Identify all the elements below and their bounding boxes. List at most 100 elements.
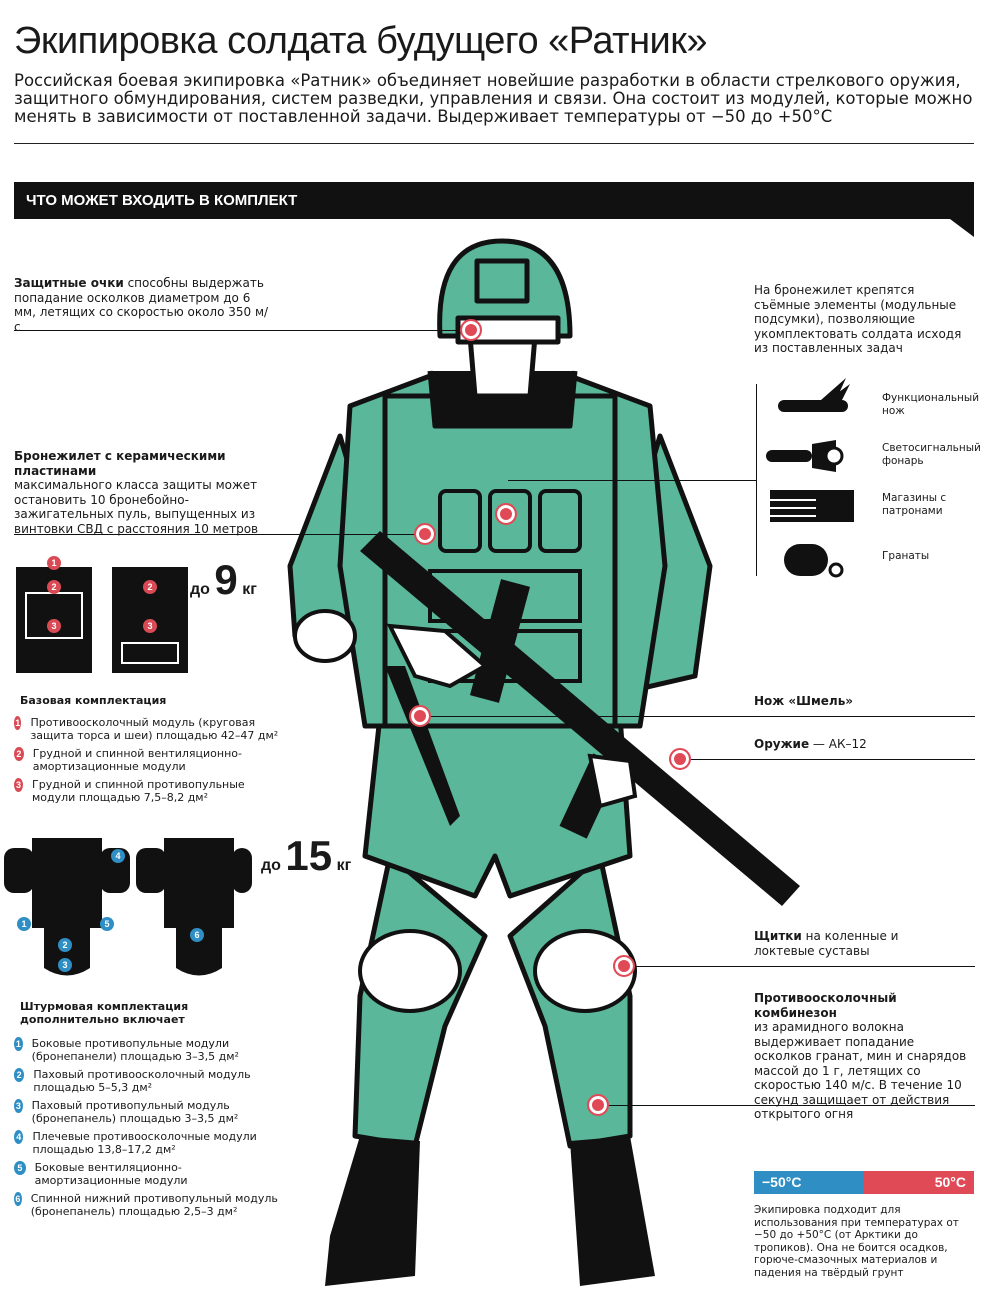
pouch-label-flashlight: Светосигнальный фонарь	[882, 442, 981, 467]
temp-cold-label: −50°С	[762, 1174, 802, 1190]
assault-legend-num: 5	[14, 1161, 26, 1175]
assault-legend-list: 1 Боковые противопульные модули (бронепан…	[14, 1037, 284, 1223]
section-banner: ЧТО МОЖЕТ ВХОДИТЬ В КОМПЛЕКТ	[14, 182, 956, 219]
assault-legend-num: 4	[14, 1130, 24, 1144]
base-legend-item: 2 Грудной и спинной вентиляционно-амортиз…	[14, 747, 284, 773]
lead-text: Российская боевая экипировка «Ратник» об…	[14, 71, 973, 126]
base-legend-num: 2	[14, 747, 24, 761]
weight-assault-unit: кг	[336, 857, 352, 874]
pads-title: Щитки	[754, 929, 802, 943]
page-title: Экипировка солдата будущего «Ратник»	[14, 20, 708, 62]
assault-marker-6: 6	[190, 928, 204, 942]
assault-marker-5: 5	[100, 917, 114, 931]
knife-marker	[409, 705, 431, 727]
temp-hot-label: 50°С	[934, 1174, 966, 1190]
goggles-text: способны выдержать попадание осколков ди…	[14, 276, 269, 334]
assault-legend-num: 2	[14, 1068, 25, 1082]
vest-marker	[414, 523, 436, 545]
base-vest-marker-3: 3	[47, 619, 61, 633]
assault-legend-text: Боковые вентиляционно-амортизационные мо…	[34, 1161, 188, 1187]
weight-base-unit: кг	[242, 581, 257, 598]
base-legend-item: 3 Грудной и спинной противопульные модули…	[14, 778, 284, 804]
pouch-item-flashlight: Светосигнальный фонарь	[766, 434, 981, 484]
weight-assault: до 15 кг	[261, 832, 351, 880]
section-banner-label: ЧТО МОЖЕТ ВХОДИТЬ В КОМПЛЕКТ	[26, 192, 298, 209]
pouch-item-magazines: Магазины с патронами	[766, 486, 976, 536]
weapon-marker	[669, 748, 691, 770]
flashlight-icon	[766, 440, 844, 472]
assault-legend-item: 4 Плечевые противоосколочные модули площа…	[14, 1130, 284, 1156]
assault-legend-text: Спинной нижний противопульный модуль (бр…	[30, 1192, 278, 1218]
assault-marker-4: 4	[111, 849, 125, 863]
base-vest-marker-1: 1	[47, 556, 61, 570]
pads-marker	[613, 955, 635, 977]
pouches-marker	[495, 503, 517, 525]
assault-legend-item: 1 Боковые противопульные модули (бронепан…	[14, 1037, 284, 1063]
temp-hot-bar: 50°С	[864, 1171, 974, 1194]
suit-leader-line	[598, 1105, 975, 1106]
knife-callout: Нож «Шмель»	[754, 694, 853, 709]
pouch-label-grenades: Гранаты	[882, 550, 930, 562]
vest-title: Бронежилет с керамическими пластинами	[14, 449, 226, 478]
weight-base-value: 9	[214, 556, 238, 603]
goggles-leader-line	[14, 330, 469, 331]
assault-legend-title: Штурмовая комплектация дополнительно вкл…	[20, 1000, 189, 1026]
weapon-callout: Оружие — АК–12	[754, 737, 867, 752]
pouch-item-grenades: Гранаты	[766, 538, 976, 588]
base-legend-num: 3	[14, 778, 23, 792]
weapon-leader-line	[680, 759, 975, 760]
helmet-mount	[474, 258, 530, 304]
base-legend-text: Грудной и спинной вентиляционно-амортиза…	[32, 747, 242, 773]
weapon-title: Оружие	[754, 737, 810, 751]
suit-marker	[587, 1094, 609, 1116]
base-back-marker-2: 2	[143, 580, 157, 594]
assault-legend-text: Паховый противопульный модуль (бронепане…	[31, 1099, 239, 1125]
pads-callout: Щитки на коленные и локтевые суставы	[754, 929, 924, 958]
assault-vest-diagrams	[4, 838, 252, 976]
assault-legend-text: Боковые противопульные модули (бронепане…	[31, 1037, 239, 1063]
assault-marker-2: 2	[58, 938, 72, 952]
soldier-illustration	[287, 238, 800, 1286]
assault-legend-num: 1	[14, 1037, 23, 1051]
goggles-marker	[460, 319, 482, 341]
weight-base: до 9 кг	[190, 556, 257, 604]
weapon-text: — АК–12	[809, 737, 867, 751]
weight-base-prefix: до	[190, 581, 210, 598]
assault-legend-item: 3 Паховый противопульный модуль (бронепан…	[14, 1099, 284, 1125]
pouch-label-knife: Функциональный нож	[882, 392, 980, 417]
suit-text: из арамидного волокна выдерживает попада…	[754, 1020, 967, 1121]
knife-leader-line	[420, 716, 975, 717]
knife-icon	[778, 378, 850, 412]
goggles-callout: Защитные очки способны выдержать попадан…	[14, 276, 274, 334]
pads-text: на коленные и локтевые суставы	[754, 929, 899, 958]
assault-marker-1: 1	[17, 917, 31, 931]
pads-leader-line	[624, 966, 975, 967]
assault-legend-num: 3	[14, 1099, 23, 1113]
assault-marker-3: 3	[58, 958, 72, 972]
pouch-item-knife: Функциональный нож	[766, 378, 980, 428]
base-legend-title: Базовая комплектация	[20, 694, 167, 707]
base-legend-num: 1	[14, 716, 22, 730]
pouches-callout: На бронежилет крепятся съёмные элементы …	[754, 283, 962, 355]
grenade-icon	[784, 544, 844, 578]
weight-assault-value: 15	[285, 832, 333, 879]
assault-legend-item: 5 Боковые вентиляционно-амортизационные м…	[14, 1161, 284, 1187]
base-vest-diagrams	[16, 567, 188, 673]
suit-title: Противоосколочный комбинезон	[754, 991, 897, 1020]
base-back-marker-3: 3	[143, 619, 157, 633]
goggles-title: Защитные очки	[14, 276, 124, 290]
pouches-bracket	[756, 384, 757, 576]
base-legend-text: Грудной и спинной противопульные модули …	[32, 778, 245, 804]
temp-cold-bar: −50°С	[754, 1171, 864, 1194]
assault-legend-text: Паховый противоосколочный модуль площадь…	[33, 1068, 251, 1094]
assault-legend-text: Плечевые противоосколочные модули площад…	[32, 1130, 257, 1156]
assault-legend-item: 2 Паховый противоосколочный модуль площад…	[14, 1068, 284, 1094]
pouch-label-magazines: Магазины с патронами	[882, 492, 947, 517]
pouches-leader-line	[508, 480, 756, 481]
vest-text: максимального класса защиты может остано…	[14, 478, 259, 536]
